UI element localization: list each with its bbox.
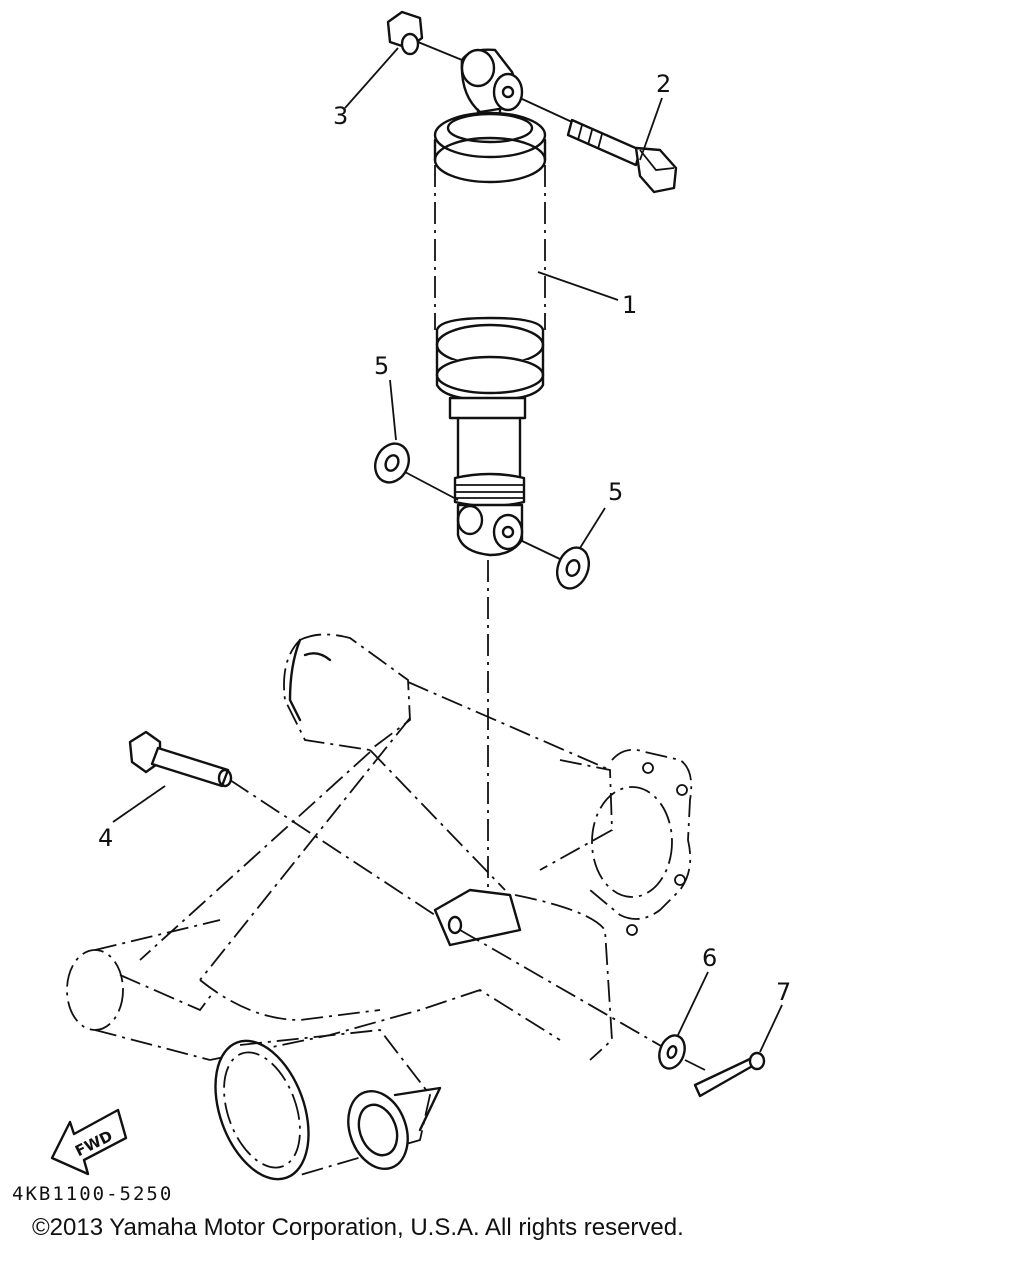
upper-nut bbox=[386, 10, 463, 61]
callout-4: 4 bbox=[98, 824, 113, 852]
upper-bolt bbox=[519, 97, 678, 194]
callout-7: 7 bbox=[776, 978, 791, 1006]
washer-right bbox=[519, 539, 591, 590]
washer-left bbox=[374, 442, 459, 501]
swingarm bbox=[66, 633, 693, 1181]
copyright-text: ©2013 Yamaha Motor Corporation, U.S.A. A… bbox=[32, 1214, 684, 1241]
shock-absorber bbox=[433, 48, 547, 557]
callout-6: 6 bbox=[702, 944, 717, 972]
callout-1: 1 bbox=[622, 291, 637, 319]
callout-2: 2 bbox=[656, 70, 671, 98]
fwd-arrow: FWD bbox=[50, 1108, 128, 1176]
callout-3: 3 bbox=[333, 102, 348, 130]
cotter-pin bbox=[684, 1051, 766, 1098]
callout-5a: 5 bbox=[374, 352, 389, 380]
part-callouts: 1 2 3 4 5 5 6 7 bbox=[98, 70, 791, 1006]
washer-6 bbox=[658, 1034, 686, 1070]
drawing-code: 4KB1100-5250 bbox=[12, 1183, 174, 1205]
lower-bolt bbox=[128, 730, 451, 926]
leader-lines bbox=[112, 47, 783, 1053]
callout-5b: 5 bbox=[608, 478, 623, 506]
